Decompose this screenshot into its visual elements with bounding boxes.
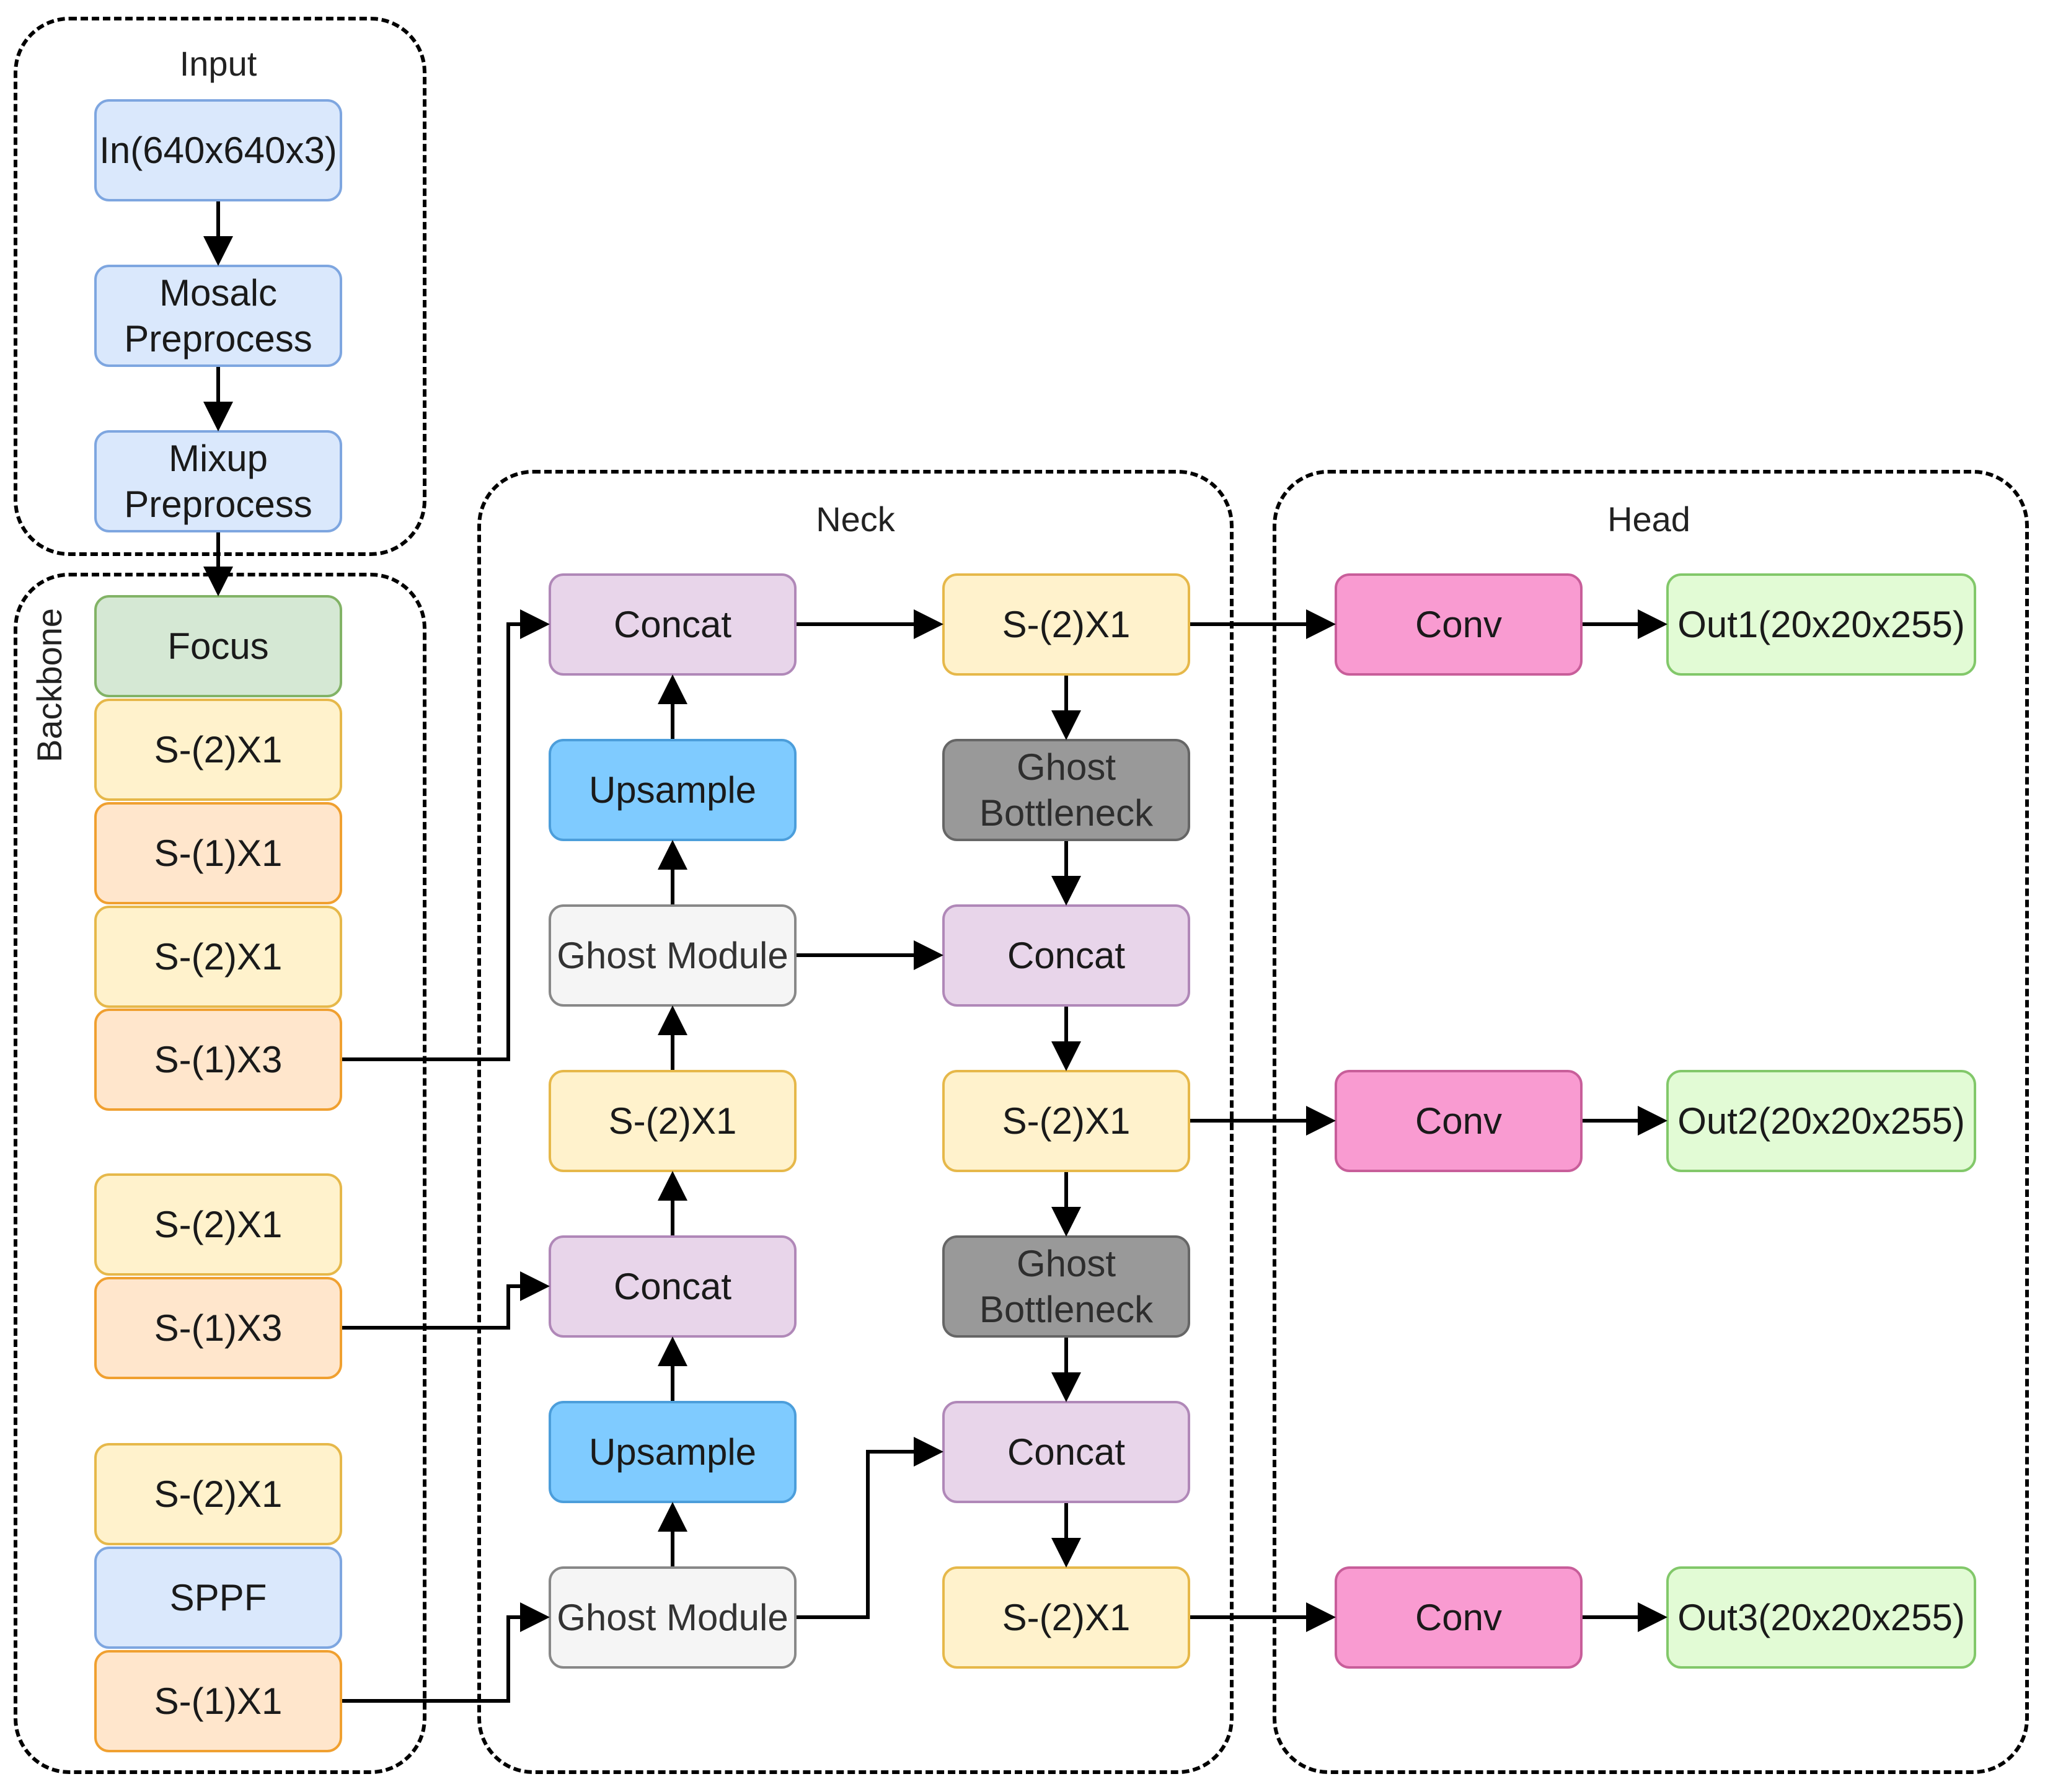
backbone-s1x1-node-1: S-(1)X1 — [94, 802, 342, 904]
head-conv-node-3: Conv — [1335, 1566, 1583, 1669]
backbone-s1x1-node-2: S-(1)X1 — [94, 1650, 342, 1752]
mixup-preprocess-node: Mixup Preprocess — [94, 430, 342, 532]
mosaic-preprocess-node: Mosalc Preprocess — [94, 265, 342, 367]
backbone-s2x1-node-4: S-(2)X1 — [94, 1443, 342, 1545]
backbone-s2x1-node-2: S-(2)X1 — [94, 906, 342, 1008]
neck-right-s2x1-node-2: S-(2)X1 — [942, 1070, 1190, 1172]
neck-group-label: Neck — [816, 500, 895, 539]
arrow-backbone-s1x3-2-to-concat-2 — [342, 1271, 550, 1330]
neck-right-s2x1-node-3: S-(2)X1 — [942, 1566, 1190, 1669]
neck-s2x1-node: S-(2)X1 — [549, 1070, 797, 1172]
output-node-3: Out3(20x20x255) — [1666, 1566, 1976, 1669]
neck-ghost-module-node-2: Ghost Module — [549, 1566, 797, 1669]
backbone-s2x1-node-1: S-(2)X1 — [94, 699, 342, 801]
neck-upsample-node-2: Upsample — [549, 1401, 797, 1503]
ghost-bottleneck-node-2: Ghost Bottleneck — [942, 1235, 1190, 1338]
arrow-ghost-module-2-to-right-concat-2 — [797, 1437, 943, 1619]
neck-ghost-module-node-1: Ghost Module — [549, 904, 797, 1007]
input-group-label: Input — [179, 44, 257, 83]
backbone-s1x3-node-2: S-(1)X3 — [94, 1277, 342, 1379]
neck-right-s2x1-node-1: S-(2)X1 — [942, 573, 1190, 676]
arrow-backbone-s1x3-1-to-concat-1 — [342, 609, 550, 1061]
neck-right-concat-node-2: Concat — [942, 1401, 1190, 1503]
neck-right-concat-node-1: Concat — [942, 904, 1190, 1007]
neck-concat-node-2: Concat — [549, 1235, 797, 1338]
sppf-node: SPPF — [94, 1547, 342, 1649]
head-group-label: Head — [1607, 500, 1690, 539]
backbone-s1x3-node-1: S-(1)X3 — [94, 1009, 342, 1111]
output-node-1: Out1(20x20x255) — [1666, 573, 1976, 676]
output-node-2: Out2(20x20x255) — [1666, 1070, 1976, 1172]
arrow-backbone-s1x1-to-ghost-module-2 — [342, 1602, 550, 1703]
backbone-s2x1-node-3: S-(2)X1 — [94, 1173, 342, 1276]
focus-node: Focus — [94, 595, 342, 697]
head-conv-node-1: Conv — [1335, 573, 1583, 676]
input-node: In(640x640x3) — [94, 99, 342, 201]
head-conv-node-2: Conv — [1335, 1070, 1583, 1172]
ghost-bottleneck-node-1: Ghost Bottleneck — [942, 739, 1190, 841]
